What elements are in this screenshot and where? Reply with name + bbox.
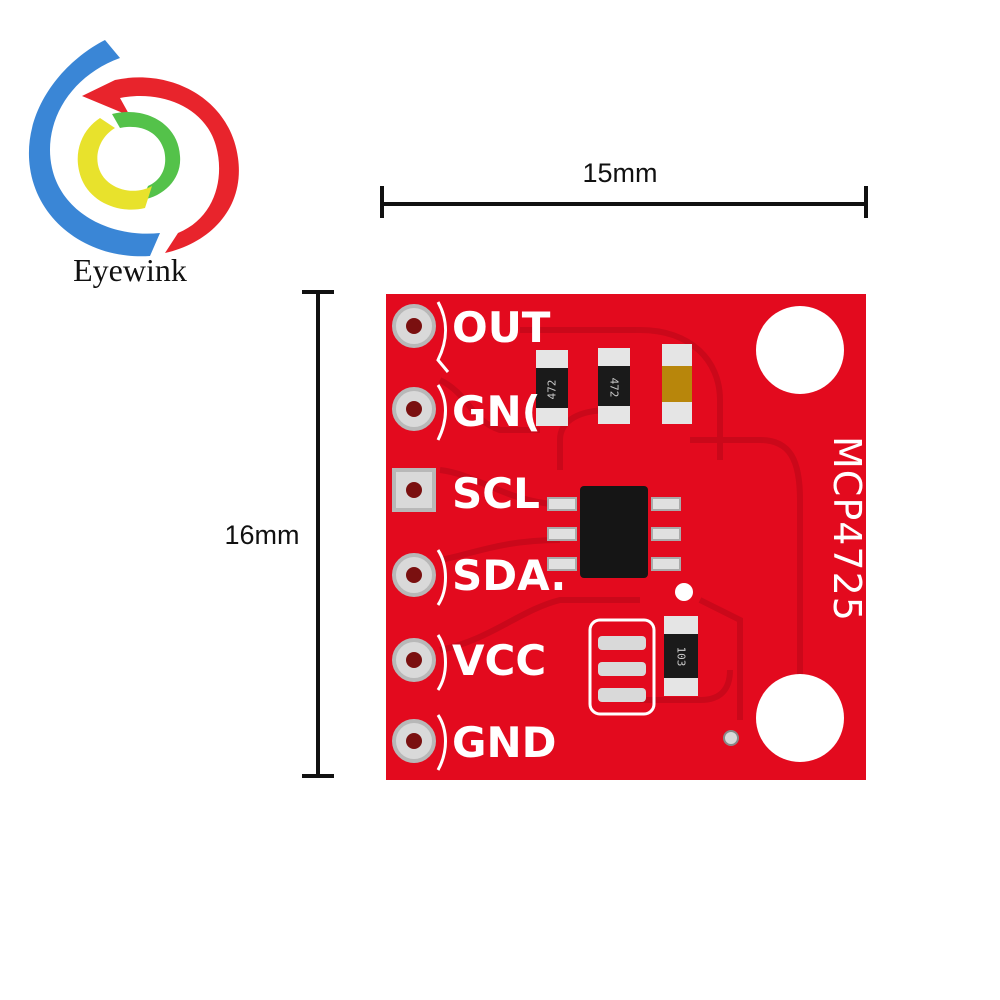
pin-label-gnd-2: GND xyxy=(452,718,557,767)
logo-yellow-swoosh xyxy=(77,118,152,210)
pin-label-sda: SDA. xyxy=(452,551,567,600)
height-label: 16mm xyxy=(224,520,300,550)
resistor-r1 xyxy=(536,350,568,426)
via xyxy=(723,730,739,746)
pin-pad-gnd-2 xyxy=(392,719,436,763)
resistor-r3-code: 103 xyxy=(674,646,688,667)
width-dimension-line xyxy=(380,186,868,218)
address-jumper xyxy=(588,618,656,716)
pin-label-vcc: VCC xyxy=(452,636,547,685)
height-dimension-line xyxy=(302,290,334,778)
resistor-r2 xyxy=(598,348,630,424)
pin-pad-scl xyxy=(392,468,436,512)
pin-pad-gnd-1 xyxy=(392,387,436,431)
chip-model-label: MCP4725 xyxy=(825,436,869,622)
mounting-hole-top xyxy=(756,306,844,394)
pcb-traces xyxy=(438,327,803,720)
capacitor-c1 xyxy=(662,344,692,424)
resistor-r3 xyxy=(664,616,698,696)
pin-pad-sda xyxy=(392,553,436,597)
header-pads xyxy=(392,304,436,763)
pin-label-scl: SCL xyxy=(452,469,540,518)
logo-green-swoosh xyxy=(112,112,181,200)
silkscreen-marks xyxy=(436,301,450,771)
pin-label-out: OUT xyxy=(452,303,551,352)
logo-blue-swoosh xyxy=(28,40,160,257)
mounting-hole-bottom xyxy=(756,674,844,762)
ic-chip xyxy=(547,486,681,578)
pin-pad-out xyxy=(392,304,436,348)
resistor-r1-code: 472 xyxy=(545,379,559,400)
resistor-r2-code: 472 xyxy=(607,377,621,398)
pin-label-gnd-1: GN( xyxy=(452,387,541,436)
width-label: 15mm xyxy=(582,158,658,188)
pin1-marker xyxy=(675,583,693,601)
brand-name: Eyewink xyxy=(73,252,187,288)
pcb-board xyxy=(386,294,866,780)
pin-pad-vcc xyxy=(392,638,436,682)
logo-red-swoosh xyxy=(82,77,239,253)
eyewink-logo xyxy=(28,40,239,257)
